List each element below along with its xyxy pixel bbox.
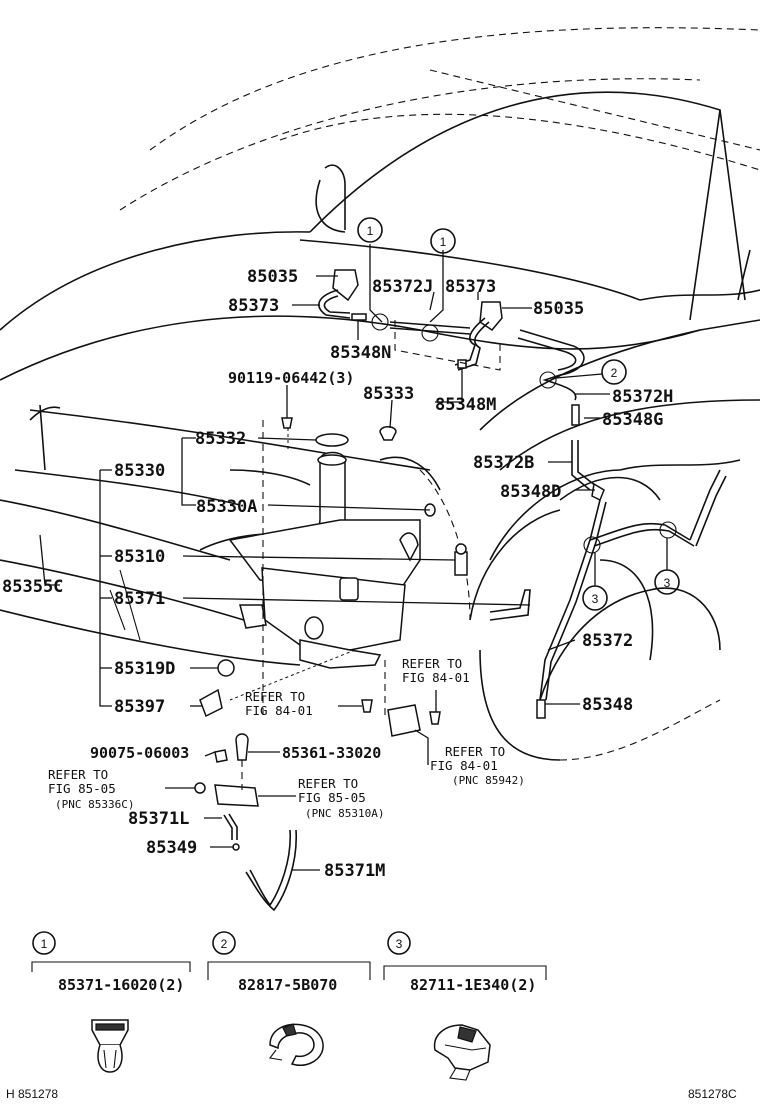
grommet-85333: [379, 426, 397, 441]
callout-circles: 1 1 2 3 3: [357, 217, 680, 611]
label-85332: 85332: [195, 429, 246, 449]
label-85397: 85397: [114, 697, 165, 717]
label-85372J: 85372J: [372, 277, 433, 297]
motor-top: [455, 543, 467, 555]
screw-90075: [214, 749, 228, 763]
label-85319D: 85319D: [114, 659, 175, 679]
label-85348N: 85348N: [330, 343, 391, 363]
label-85349: 85349: [146, 838, 197, 858]
label-85348G: 85348G: [602, 410, 663, 430]
legend-2-part: 82817-5B070: [238, 976, 337, 994]
car-body-outline: [0, 27, 760, 761]
callout-1-right: 1: [440, 235, 447, 249]
legend-3-part: 82711-1E340(2): [410, 976, 536, 994]
washer-tank: [228, 451, 421, 669]
joint-85348N: [351, 313, 367, 321]
ref4-line3: (PNC 85336C): [55, 798, 134, 811]
nozzle-85035-right: [479, 301, 503, 331]
ref1-line1: REFER TO: [402, 656, 462, 671]
cap-85332: [315, 433, 349, 447]
label-85371M: 85371M: [324, 861, 385, 881]
label-85310: 85310: [114, 547, 165, 567]
label-85372: 85372: [582, 631, 633, 651]
label-85373-right: 85373: [445, 277, 496, 297]
callout-1-top: 1: [367, 224, 374, 238]
ref3-line3: (PNC 85942): [452, 774, 525, 787]
label-85371: 85371: [114, 589, 165, 609]
fender-hoses: [489, 404, 727, 719]
label-85371L: 85371L: [128, 809, 189, 829]
label-85035-top: 85035: [247, 267, 298, 287]
bolt-85942: [429, 711, 441, 725]
ref1-line2: FIG 84-01: [402, 670, 470, 685]
screw-90119: [281, 417, 293, 429]
motor-85310: [454, 551, 468, 576]
callout-3-left: 3: [592, 592, 599, 606]
clip-2-illustration: [269, 1023, 324, 1066]
label-85373-left: 85373: [228, 296, 279, 316]
label-85372B: 85372B: [473, 453, 534, 473]
callout-3-right: 3: [664, 576, 671, 590]
clip-1-illustration: [91, 1019, 129, 1073]
ref5-line2: FIG 85-05: [298, 790, 366, 805]
label-85035-right: 85035: [533, 299, 584, 319]
label-85372H: 85372H: [612, 387, 673, 407]
ref4-line2: FIG 85-05: [48, 781, 116, 796]
label-85348D: 85348D: [500, 482, 561, 502]
joint-85348: [536, 699, 546, 719]
footer-left-code: H 851278: [6, 1087, 58, 1101]
label-90119: 90119-06442(3): [228, 369, 354, 387]
sensor-85397: [199, 688, 223, 718]
ref2-line2: FIG 84-01: [245, 703, 313, 718]
legend-3-num: 3: [396, 937, 403, 951]
bracket-85942: [387, 704, 421, 737]
bolt-fig84: [361, 699, 373, 713]
pump-seal: [194, 782, 206, 794]
label-85330A: 85330A: [196, 497, 257, 517]
label-85348: 85348: [582, 695, 633, 715]
legend: 1 2 3 85371-16020(2) 82817-5B070 82711-1…: [31, 931, 547, 1081]
part-labels: 85035 85373 85372J 85373 85035 85348N 90…: [2, 267, 673, 881]
joint-85348D: [591, 482, 605, 502]
reference-notes: REFER TO FIG 84-01 REFER TO FIG 84-01 RE…: [48, 656, 525, 820]
joint-85348G: [571, 404, 580, 426]
ref5-line3: (PNC 85310A): [305, 807, 384, 820]
ref5-line1: REFER TO: [298, 776, 358, 791]
ref3-line2: FIG 84-01: [430, 758, 498, 773]
ref2-line1: REFER TO: [245, 689, 305, 704]
pump-motor: [214, 784, 259, 807]
legend-1-part: 85371-16020(2): [58, 976, 184, 994]
grommet-85319D: [217, 659, 235, 677]
grommet-85361: [235, 733, 249, 761]
callout-2: 2: [611, 366, 618, 380]
clip-3-illustration: [433, 1024, 491, 1081]
label-85361: 85361-33020: [282, 744, 381, 762]
label-85330: 85330: [114, 461, 165, 481]
label-85333: 85333: [363, 384, 414, 404]
legend-1-num: 1: [41, 937, 48, 951]
ref4-line1: REFER TO: [48, 767, 108, 782]
leader-lines: [39, 244, 610, 871]
joint-85348M: [457, 359, 467, 369]
label-85355C: 85355C: [2, 577, 63, 597]
ref3-line1: REFER TO: [445, 744, 505, 759]
footer-right-code: 851278C: [688, 1087, 737, 1101]
label-90075: 90075-06003: [90, 744, 189, 762]
legend-2-num: 2: [221, 937, 228, 951]
nozzle-85035-left: [332, 269, 359, 302]
label-85348M: 85348M: [435, 395, 496, 415]
